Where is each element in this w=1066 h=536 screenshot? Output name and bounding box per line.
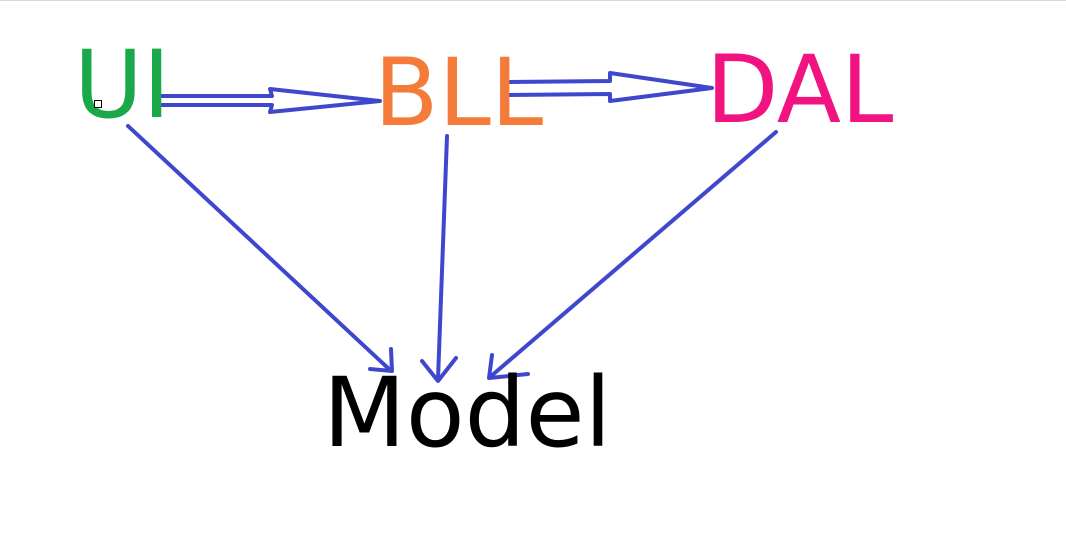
node-bll-label: BLL bbox=[374, 39, 544, 148]
arrow-ui-to-model bbox=[126, 124, 394, 373]
text-cursor-box bbox=[94, 100, 102, 108]
node-ui-label: UI bbox=[74, 31, 171, 140]
arrow-bll-to-model bbox=[420, 134, 458, 383]
node-model-label: Model bbox=[323, 357, 612, 469]
arrow-bll-to-dal bbox=[504, 71, 714, 103]
node-dal-label: DAL bbox=[706, 36, 894, 145]
arrow-ui-to-bll bbox=[160, 87, 382, 114]
arrow-dal-to-model bbox=[487, 130, 778, 380]
